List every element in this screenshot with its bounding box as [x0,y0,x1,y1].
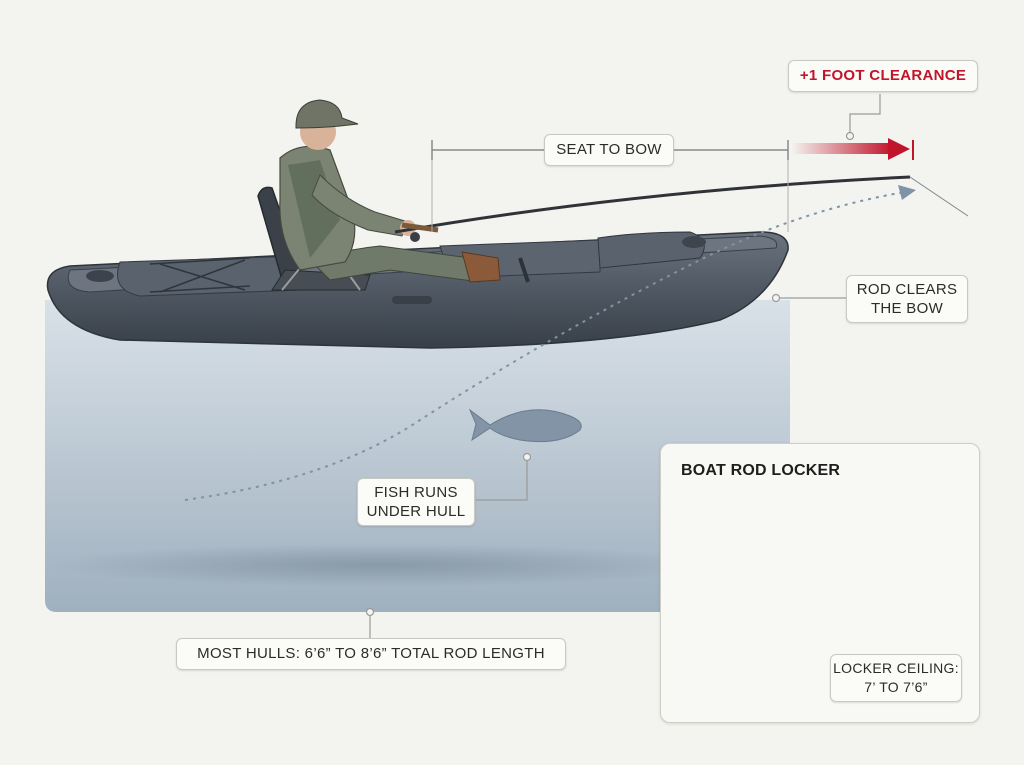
fish-runs-label: FISH RUNS UNDER HULL [357,478,475,526]
fishing-line-path [184,191,906,501]
rod-locker-title: BOAT ROD LOCKER [681,462,841,479]
clearance-arrow [792,138,914,160]
leader-lines [365,94,881,638]
most-hulls-label: MOST HULLS: 6’6” TO 8’6” TOTAL ROD LENGT… [176,638,566,670]
clearance-label: +1 FOOT CLEARANCE [788,60,978,92]
rod-clears-label: ROD CLEARS THE BOW [846,275,968,323]
fish-silhouette [468,408,582,443]
seat-to-bow-label: SEAT TO BOW [544,134,674,166]
angler [279,99,501,283]
locker-ceiling-label: LOCKER CEILING: 7’ TO 7’6” [830,654,962,702]
water [45,300,790,612]
rod-locker-panel: BOAT ROD LOCKER [660,443,980,723]
